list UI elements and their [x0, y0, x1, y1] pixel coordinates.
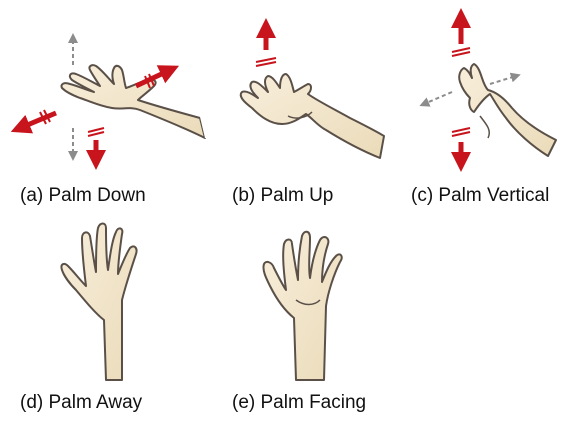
motion-ticks-c-bottom: [451, 127, 471, 137]
motion-ticks-a: [39, 73, 155, 137]
left-arrow: [10, 110, 57, 134]
palm-facing-illustration: [262, 230, 343, 381]
palm-away-illustration: [60, 222, 138, 381]
right-dashed-arrow: [489, 72, 521, 85]
caption-palm-vertical: (c) Palm Vertical: [411, 185, 550, 206]
caption-palm-down: (a) Palm Down: [20, 185, 146, 206]
palm-vertical-hand: [458, 63, 557, 157]
palm-vertical-illustration: [419, 8, 557, 172]
caption-palm-facing: (e) Palm Facing: [232, 392, 367, 413]
left-dashed-arrow: [419, 91, 453, 107]
right-arrow: [134, 65, 180, 89]
palm-up-illustration: [239, 18, 385, 159]
caption-palm-up: (b) Palm Up: [232, 185, 334, 206]
caption-palm-away: (d) Palm Away: [20, 392, 143, 413]
palm-up-hand: [239, 73, 385, 159]
motion-ticks-c-top: [451, 47, 471, 57]
motion-ticks-b: [255, 57, 277, 67]
palm-down-illustration: [10, 33, 222, 170]
palm-away-hand: [60, 222, 138, 381]
palm-down-hand: [60, 64, 206, 139]
palm-facing-hand: [262, 230, 343, 381]
